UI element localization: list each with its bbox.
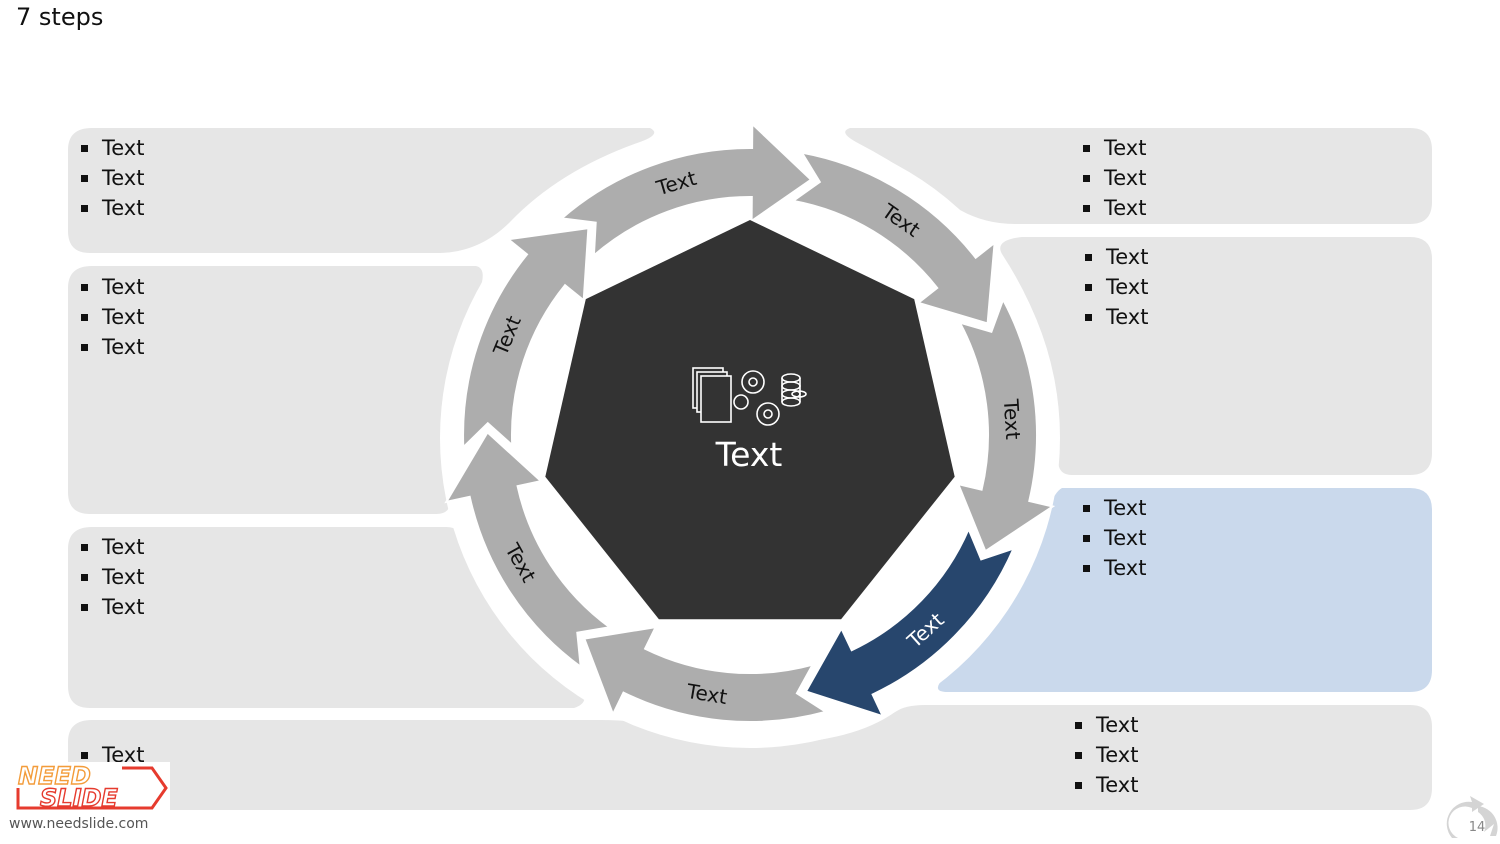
panel-right-top bbox=[845, 128, 1432, 224]
panel-left-upper bbox=[68, 266, 483, 514]
bullet-item: Text bbox=[1080, 523, 1146, 553]
step-arrow-3 bbox=[956, 297, 1056, 553]
slide-title: 7 steps bbox=[16, 3, 104, 31]
bullet-item: Text bbox=[78, 193, 144, 223]
step-label-3: Text bbox=[999, 397, 1025, 440]
bullet-item: Text bbox=[1072, 740, 1138, 770]
panel-right-lower bbox=[937, 488, 1432, 692]
center-heptagon bbox=[545, 220, 955, 620]
bullet-item: Text bbox=[78, 562, 144, 592]
bullet-item: Text bbox=[1080, 553, 1146, 583]
bullet-item: Text bbox=[1072, 770, 1138, 800]
footer-url[interactable]: www.needslide.com bbox=[9, 816, 149, 832]
cycle-watermark-icon bbox=[1446, 796, 1498, 838]
bullet-item: Text bbox=[78, 332, 144, 362]
step-arrow-5 bbox=[582, 625, 829, 723]
step-arrow-7 bbox=[462, 226, 590, 450]
panel-right-upper bbox=[1000, 237, 1432, 475]
step-arrow-1 bbox=[559, 121, 813, 258]
panel-left-lower bbox=[68, 527, 585, 708]
panel-left-top bbox=[68, 128, 655, 253]
bullet-item: Text bbox=[78, 272, 144, 302]
step-arrow-6 bbox=[444, 430, 613, 669]
panel-backgrounds bbox=[68, 128, 1432, 810]
bullet-item: Text bbox=[1080, 493, 1146, 523]
bullet-item: Text bbox=[1080, 163, 1146, 193]
logo-text-top: NEED bbox=[18, 762, 91, 790]
bullet-item: Text bbox=[78, 133, 144, 163]
bullet-item: Text bbox=[1082, 302, 1148, 332]
documents-gears-coins-icon bbox=[692, 367, 807, 426]
bullet-item: Text bbox=[1080, 133, 1146, 163]
bullet-item: Text bbox=[78, 163, 144, 193]
bullet-item: Text bbox=[78, 532, 144, 562]
center-label: Text bbox=[715, 435, 783, 474]
bullet-item: Text bbox=[78, 592, 144, 622]
bullet-item: Text bbox=[1082, 242, 1148, 272]
logo-text-bottom: SLIDE bbox=[40, 784, 118, 812]
bullet-item: Text bbox=[1082, 272, 1148, 302]
bullet-item: Text bbox=[78, 302, 144, 332]
bullet-item: Text bbox=[1080, 193, 1146, 223]
needslide-logo: NEED SLIDE bbox=[12, 762, 170, 814]
panel-bottom bbox=[68, 705, 1432, 810]
bullet-item: Text bbox=[1072, 710, 1138, 740]
page-number: 14 bbox=[1468, 820, 1486, 835]
step-arrow-2 bbox=[790, 151, 996, 325]
step-arrow-4 bbox=[804, 526, 1016, 718]
